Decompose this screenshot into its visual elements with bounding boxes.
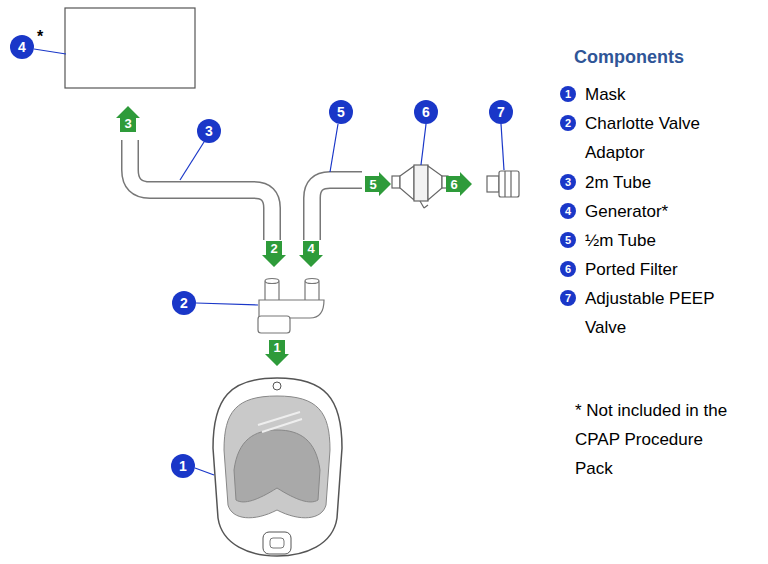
ported-filter <box>392 165 448 208</box>
tubes <box>130 140 362 240</box>
component-number: 5 <box>560 232 576 248</box>
component-number: 2 <box>560 115 576 131</box>
component-number: 3 <box>560 174 576 190</box>
component-name: ½m Tube <box>585 226 656 255</box>
callout-number: 5 <box>329 100 353 124</box>
component-name: Generator* <box>585 197 668 226</box>
callout-number: 7 <box>489 100 513 124</box>
generator-box <box>65 8 195 88</box>
flow-number: 5 <box>363 176 383 192</box>
flow-number: 6 <box>444 176 464 192</box>
component-name: Charlotte Valve Adaptor <box>585 109 725 167</box>
mask <box>213 378 342 556</box>
flow-arrow <box>299 241 323 267</box>
flow-arrow <box>116 106 140 132</box>
flow-number: 1 <box>267 339 287 355</box>
flow-arrow <box>446 172 472 196</box>
component-name: 2m Tube <box>585 168 651 197</box>
peep-valve <box>487 171 519 197</box>
flow-number: 2 <box>264 240 284 256</box>
callout-number: 2 <box>172 291 196 315</box>
legend-heading: Components <box>574 47 684 68</box>
component-name: Adjustable PEEP Valve <box>585 284 733 342</box>
flow-arrows <box>116 106 472 366</box>
footnote-mark: * <box>37 28 43 46</box>
flow-number: 3 <box>118 115 138 131</box>
component-number: 4 <box>560 203 576 219</box>
flow-arrow <box>265 340 289 366</box>
flow-arrow <box>365 172 391 196</box>
component-name: Mask <box>585 80 626 109</box>
adaptor <box>258 279 324 334</box>
footnote: * Not included in the CPAP Procedure Pac… <box>575 396 735 483</box>
callout-number: 4 <box>10 35 34 59</box>
component-number: 1 <box>560 86 576 102</box>
component-number: 7 <box>560 290 576 306</box>
callout-number: 6 <box>414 100 438 124</box>
callout-number: 1 <box>171 454 195 478</box>
flow-arrow <box>262 241 286 267</box>
callout-number: 3 <box>197 119 221 143</box>
flow-number: 4 <box>301 240 321 256</box>
component-number: 6 <box>560 261 576 277</box>
component-name: Ported Filter <box>585 255 678 284</box>
leader-lines <box>34 49 504 475</box>
